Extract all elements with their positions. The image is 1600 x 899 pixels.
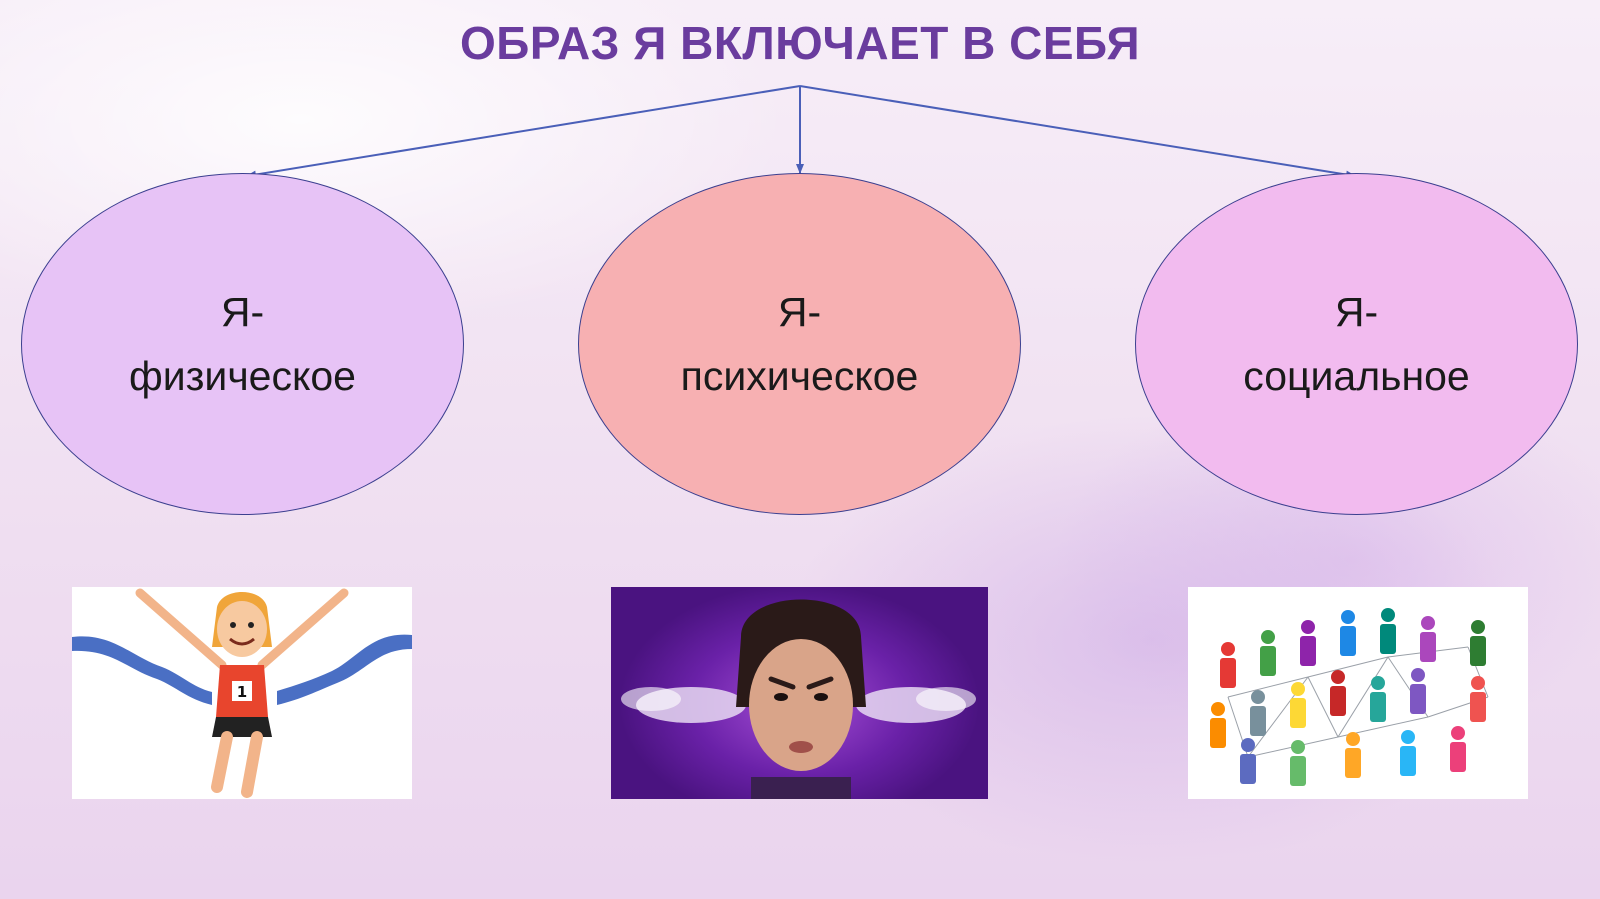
arrow-to-social xyxy=(799,85,1356,179)
node-social-line1: Я- xyxy=(1334,289,1379,335)
node-psychic-line2: психическое xyxy=(680,353,919,399)
arrow-to-physical xyxy=(246,85,801,179)
node-social-line2: социальное xyxy=(1243,353,1470,399)
node-physical-line2: физическое xyxy=(128,353,356,399)
node-psychic-line1: Я- xyxy=(777,289,822,335)
runner-finish-icon: 1 xyxy=(72,587,412,799)
svg-text:1: 1 xyxy=(237,683,247,701)
node-social-self: Я- социальное xyxy=(1135,173,1578,515)
angry-woman-icon xyxy=(611,587,988,799)
slide-title: ОБРАЗ Я ВКЛЮЧАЕТ В СЕБЯ xyxy=(459,17,1141,69)
node-physical-line1: Я- xyxy=(220,289,265,335)
people-network-icon xyxy=(1188,587,1528,799)
node-psychic-self: Я- психическое xyxy=(578,173,1021,515)
node-physical-self: Я- физическое xyxy=(21,173,464,515)
